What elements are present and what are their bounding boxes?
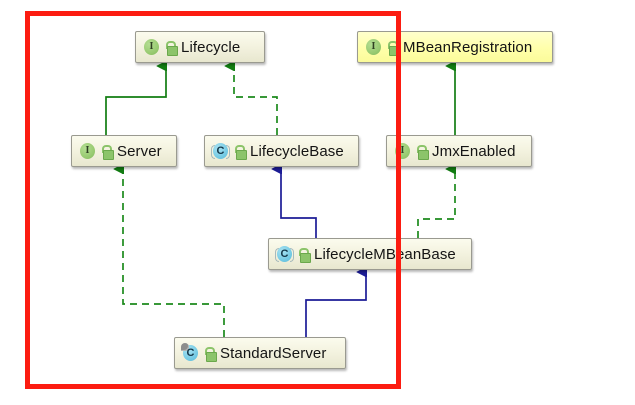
open-padlock-icon	[101, 144, 114, 160]
uml-node-lifecyclebase[interactable]: C LifecycleBase	[204, 135, 359, 167]
edge-lifecyclembeanbase-implements-jmxenabled	[417, 169, 455, 238]
uml-node-label: MBeanRegistration	[403, 38, 533, 56]
uml-node-label: StandardServer	[220, 344, 327, 362]
uml-node-label: Lifecycle	[181, 38, 241, 56]
open-padlock-icon	[165, 40, 178, 56]
class-badge-icon: C	[181, 342, 199, 362]
uml-node-label: JmxEnabled	[432, 142, 516, 160]
open-padlock-icon	[204, 346, 217, 362]
interface-badge-icon: I	[79, 142, 96, 160]
uml-node-jmxenabled[interactable]: I JmxEnabled	[386, 135, 532, 167]
interface-badge-icon: I	[365, 38, 382, 56]
red-selection-rectangle	[25, 11, 401, 389]
edge-lifecyclembeanbase-extends-lifecyclebase	[281, 169, 317, 238]
open-padlock-icon	[416, 144, 429, 160]
interface-badge-icon: I	[143, 38, 160, 56]
edge-lifecyclebase-implements-lifecycle	[234, 66, 278, 135]
uml-node-lifecycle[interactable]: I Lifecycle	[135, 31, 265, 63]
class-badge-icon: C	[211, 142, 230, 160]
edge-standardserver-implements-server	[123, 169, 225, 337]
edge-standardserver-extends-lifecyclembeanbase	[305, 272, 366, 337]
uml-node-label: Server	[117, 142, 162, 160]
open-padlock-icon	[298, 247, 311, 263]
override-marker-icon	[181, 342, 189, 351]
uml-node-label: LifecycleMBeanBase	[314, 245, 456, 263]
uml-node-mbeanregistration[interactable]: I MBeanRegistration	[357, 31, 553, 63]
class-badge-icon: C	[275, 245, 294, 263]
open-padlock-icon	[234, 144, 247, 160]
uml-node-standardserver[interactable]: C StandardServer	[174, 337, 346, 369]
uml-node-lifecyclembeanbase[interactable]: C LifecycleMBeanBase	[268, 238, 472, 270]
edge-server-extends-lifecycle	[105, 66, 166, 135]
interface-badge-icon: I	[394, 142, 411, 160]
open-padlock-icon	[387, 40, 400, 56]
uml-node-label: LifecycleBase	[250, 142, 344, 160]
uml-node-server[interactable]: I Server	[71, 135, 177, 167]
